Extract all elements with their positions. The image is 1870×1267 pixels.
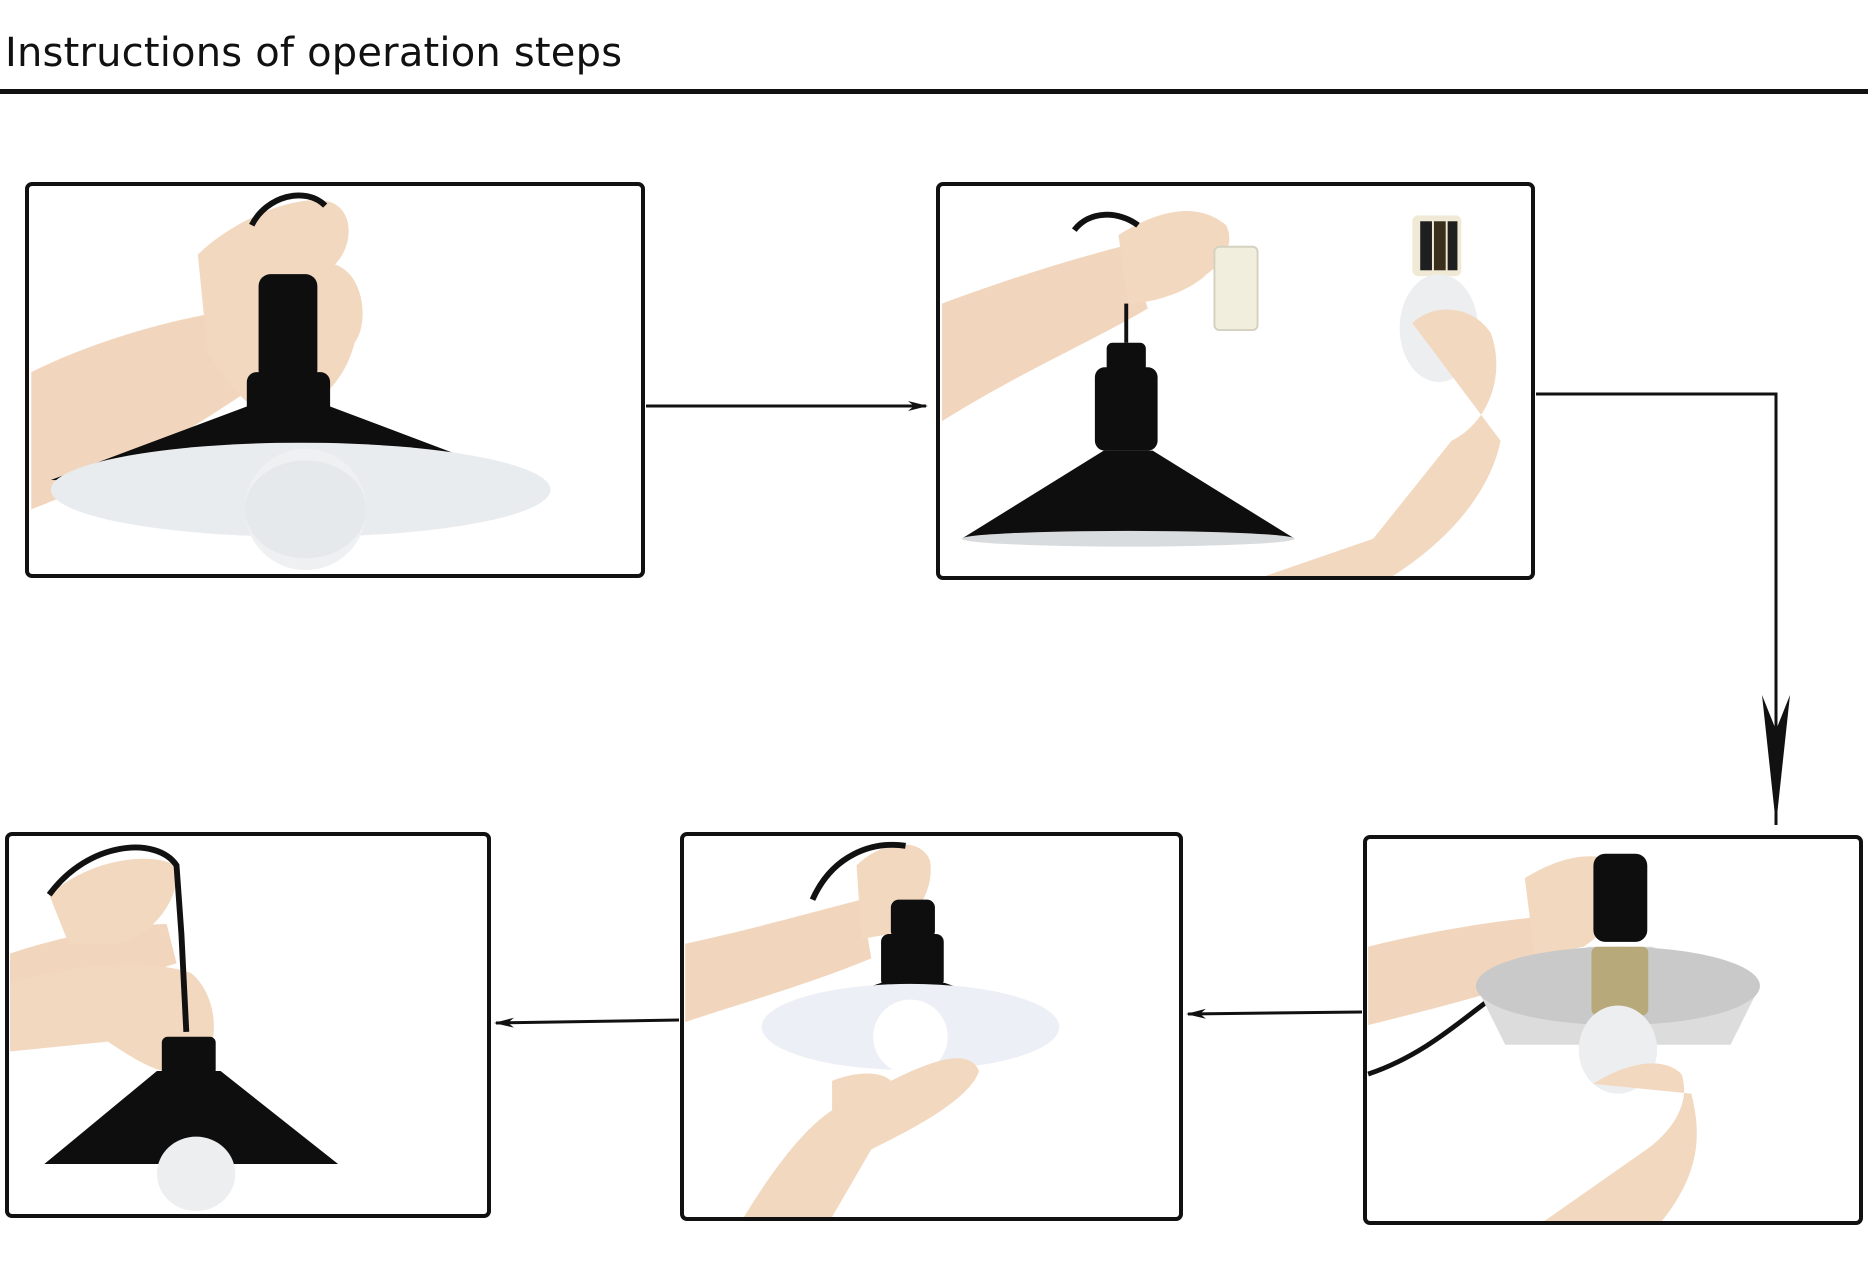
step-2-panel [936, 182, 1535, 580]
step-3-panel [1363, 835, 1863, 1225]
page-title: Instructions of operation steps [5, 30, 623, 76]
arrow-step2-to-step3-head [1762, 695, 1790, 825]
bulb-screw-icon [1367, 853, 1760, 1221]
arrow-step4-to-step5 [494, 1017, 680, 1028]
lamp-hang-icon [10, 844, 339, 1212]
arrow-step2-to-step3-connector [1536, 392, 1778, 700]
step-4-panel [680, 832, 1183, 1221]
step-5-panel [5, 832, 491, 1218]
title-divider [0, 89, 1868, 94]
lamp-held-icon [31, 192, 551, 571]
arrow-step3-to-step4 [1186, 1008, 1363, 1019]
lamp-lit-icon [685, 842, 1060, 1217]
step-1-panel [25, 182, 645, 578]
battery-bulb-icon [942, 211, 1501, 576]
